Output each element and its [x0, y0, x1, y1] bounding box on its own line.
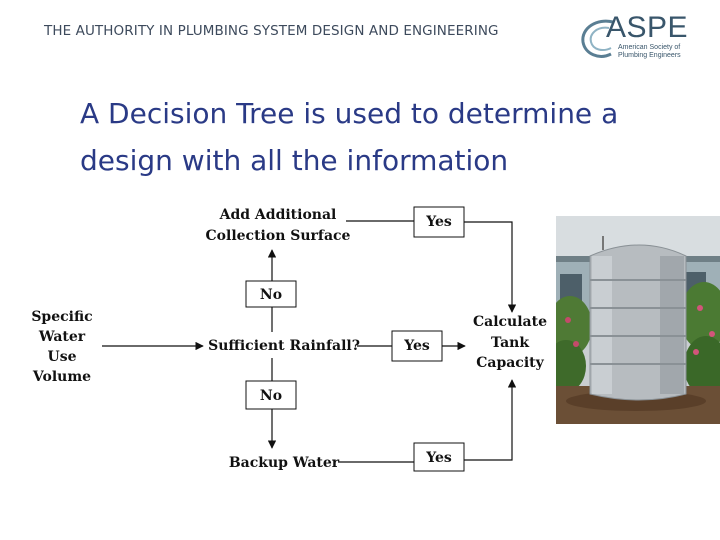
input-label-line3: Use [48, 349, 77, 365]
yes-top-box: Yes [414, 207, 464, 237]
add-surface-label-line1: Add Additional [219, 207, 337, 223]
no-top-box: No [246, 281, 296, 307]
no-top-label: No [260, 287, 282, 303]
no-bottom-label: No [260, 388, 282, 404]
backup-label: Backup Water [229, 455, 340, 471]
connector-yes-bottom-to-calculate [464, 380, 512, 460]
input-label-line4: Volume [32, 369, 91, 385]
yes-bottom-box: Yes [414, 443, 464, 471]
decision-label: Sufficient Rainfall? [208, 338, 360, 354]
calculate-label-line3: Capacity [476, 355, 544, 371]
connector-yes-top-to-calculate [464, 222, 512, 312]
tank-photo-illustration [556, 216, 720, 424]
add-surface-label-line2: Collection Surface [206, 228, 351, 244]
calculate-label-line1: Calculate [473, 314, 547, 330]
no-bottom-box: No [246, 381, 296, 409]
input-label-line1: Specific [31, 309, 92, 325]
input-label-line2: Water [38, 329, 86, 345]
yes-middle-label: Yes [403, 338, 430, 354]
yes-top-label: Yes [425, 214, 452, 230]
rainwater-tank-photo [556, 216, 720, 424]
yes-middle-box: Yes [392, 331, 442, 361]
yes-bottom-label: Yes [425, 450, 452, 466]
calculate-label-line2: Tank [491, 335, 529, 351]
